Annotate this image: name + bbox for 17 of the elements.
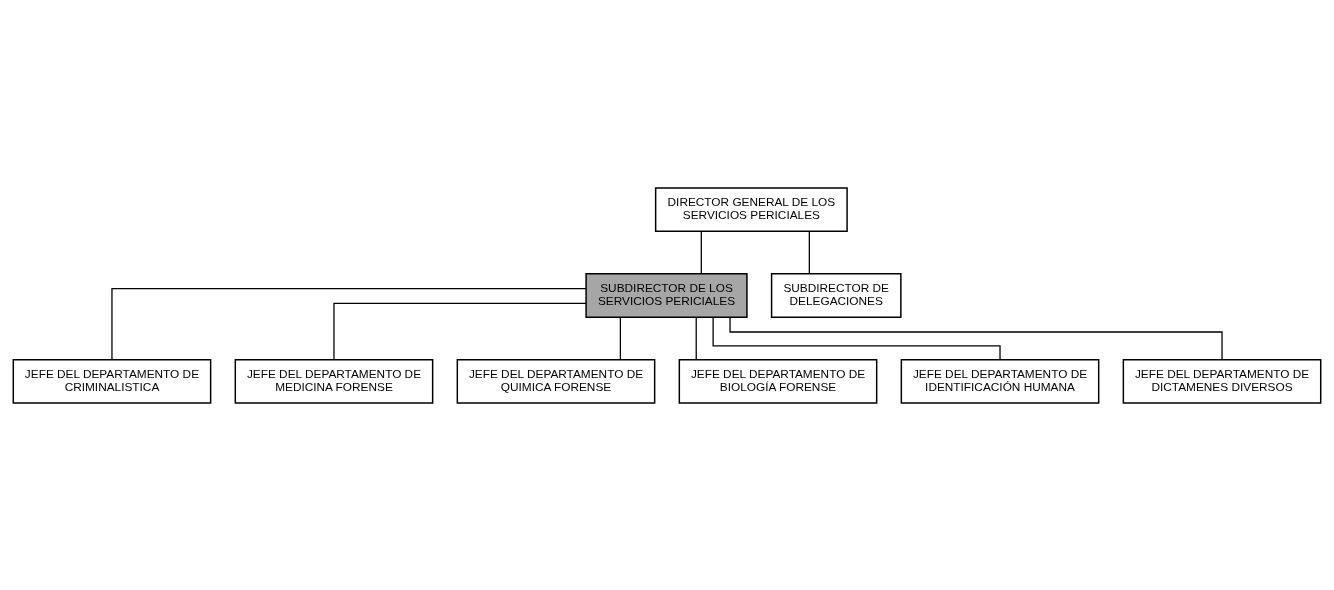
connector	[333, 302, 587, 360]
node-box: JEFE DEL DEPARTAMENTO DE IDENTIFICACIÓN HUMANA	[900, 358, 1100, 404]
node-box: JEFE DEL DEPARTAMENTO DE QUIMICA FORENSE	[456, 358, 656, 404]
connector	[729, 316, 1223, 360]
node-box: JEFE DEL DEPARTAMENTO DE DICTAMENES DIVERSOS	[1122, 358, 1322, 404]
node-box: JEFE DEL DEPARTAMENTO DE CRIMINALISTICA	[12, 358, 212, 404]
node-box: SUBDIRECTOR DE DELEGACIONES	[770, 272, 902, 318]
connector	[111, 287, 587, 360]
node-box: SUBDIRECTOR DE LOS SERVICIOS PERICIALES	[585, 272, 748, 318]
connector	[808, 230, 810, 274]
connector	[695, 316, 697, 360]
connector	[700, 230, 702, 274]
node-box: DIRECTOR GENERAL DE LOS SERVICIOS PERICIALES	[654, 186, 848, 232]
connector	[619, 316, 621, 360]
connector	[712, 316, 1001, 360]
node-box: JEFE DEL DEPARTAMENTO DE BIOLOGÍA FORENSE	[678, 358, 878, 404]
node-box: JEFE DEL DEPARTAMENTO DE MEDICINA FORENSE	[234, 358, 434, 404]
